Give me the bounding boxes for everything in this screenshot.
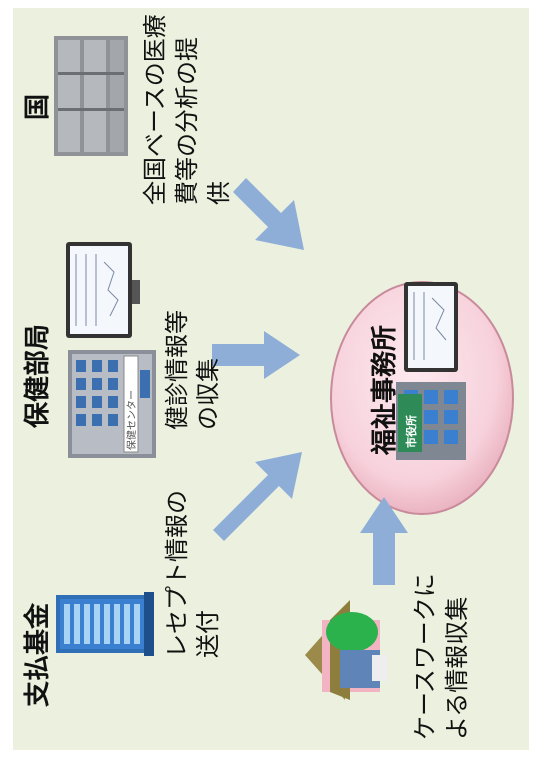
- office-building-windows: [64, 604, 140, 644]
- node-hoken-heading: 保健部局: [23, 323, 53, 428]
- node-shiharai-heading: 支払基金: [23, 602, 53, 707]
- center-building-sign: 市役所: [404, 415, 418, 448]
- server-rack-icon: [54, 36, 128, 156]
- medical-monitor-icon: [66, 242, 140, 338]
- office-building-icon: [56, 592, 154, 656]
- city-hall-icon: [396, 382, 466, 460]
- arrow-casework: [360, 497, 408, 585]
- edge-receipt-label-line2: 送付: [194, 610, 222, 658]
- hoken-building-sign: 保健センター: [125, 390, 138, 450]
- health-center-icon: [68, 350, 156, 458]
- edge-kuni-label-line1: 全国ベースの医療: [141, 14, 169, 205]
- center-office-heading: 福祉事務所: [370, 324, 400, 455]
- arrow-kenshin: [212, 331, 300, 379]
- edge-kenshin-label-line2: の収集: [194, 358, 222, 430]
- edge-casework-label-line2: よる情報収集: [443, 596, 471, 740]
- house-icon: [305, 600, 388, 700]
- edge-receipt-label-line1: レセプト情報の: [163, 490, 191, 658]
- edge-casework-label-line1: ケースワークに: [411, 573, 439, 740]
- arrow-kuni: [233, 178, 304, 250]
- center-monitor-icon: [404, 282, 458, 372]
- edge-kuni-label-line2: 費等の分析の提: [173, 37, 201, 205]
- node-kuni-heading: 国: [23, 93, 53, 120]
- edge-kenshin-label-line1: 健診情報等: [163, 310, 191, 430]
- arrow-receipt: [213, 452, 302, 541]
- edge-kuni-label-line3: 供: [205, 181, 233, 205]
